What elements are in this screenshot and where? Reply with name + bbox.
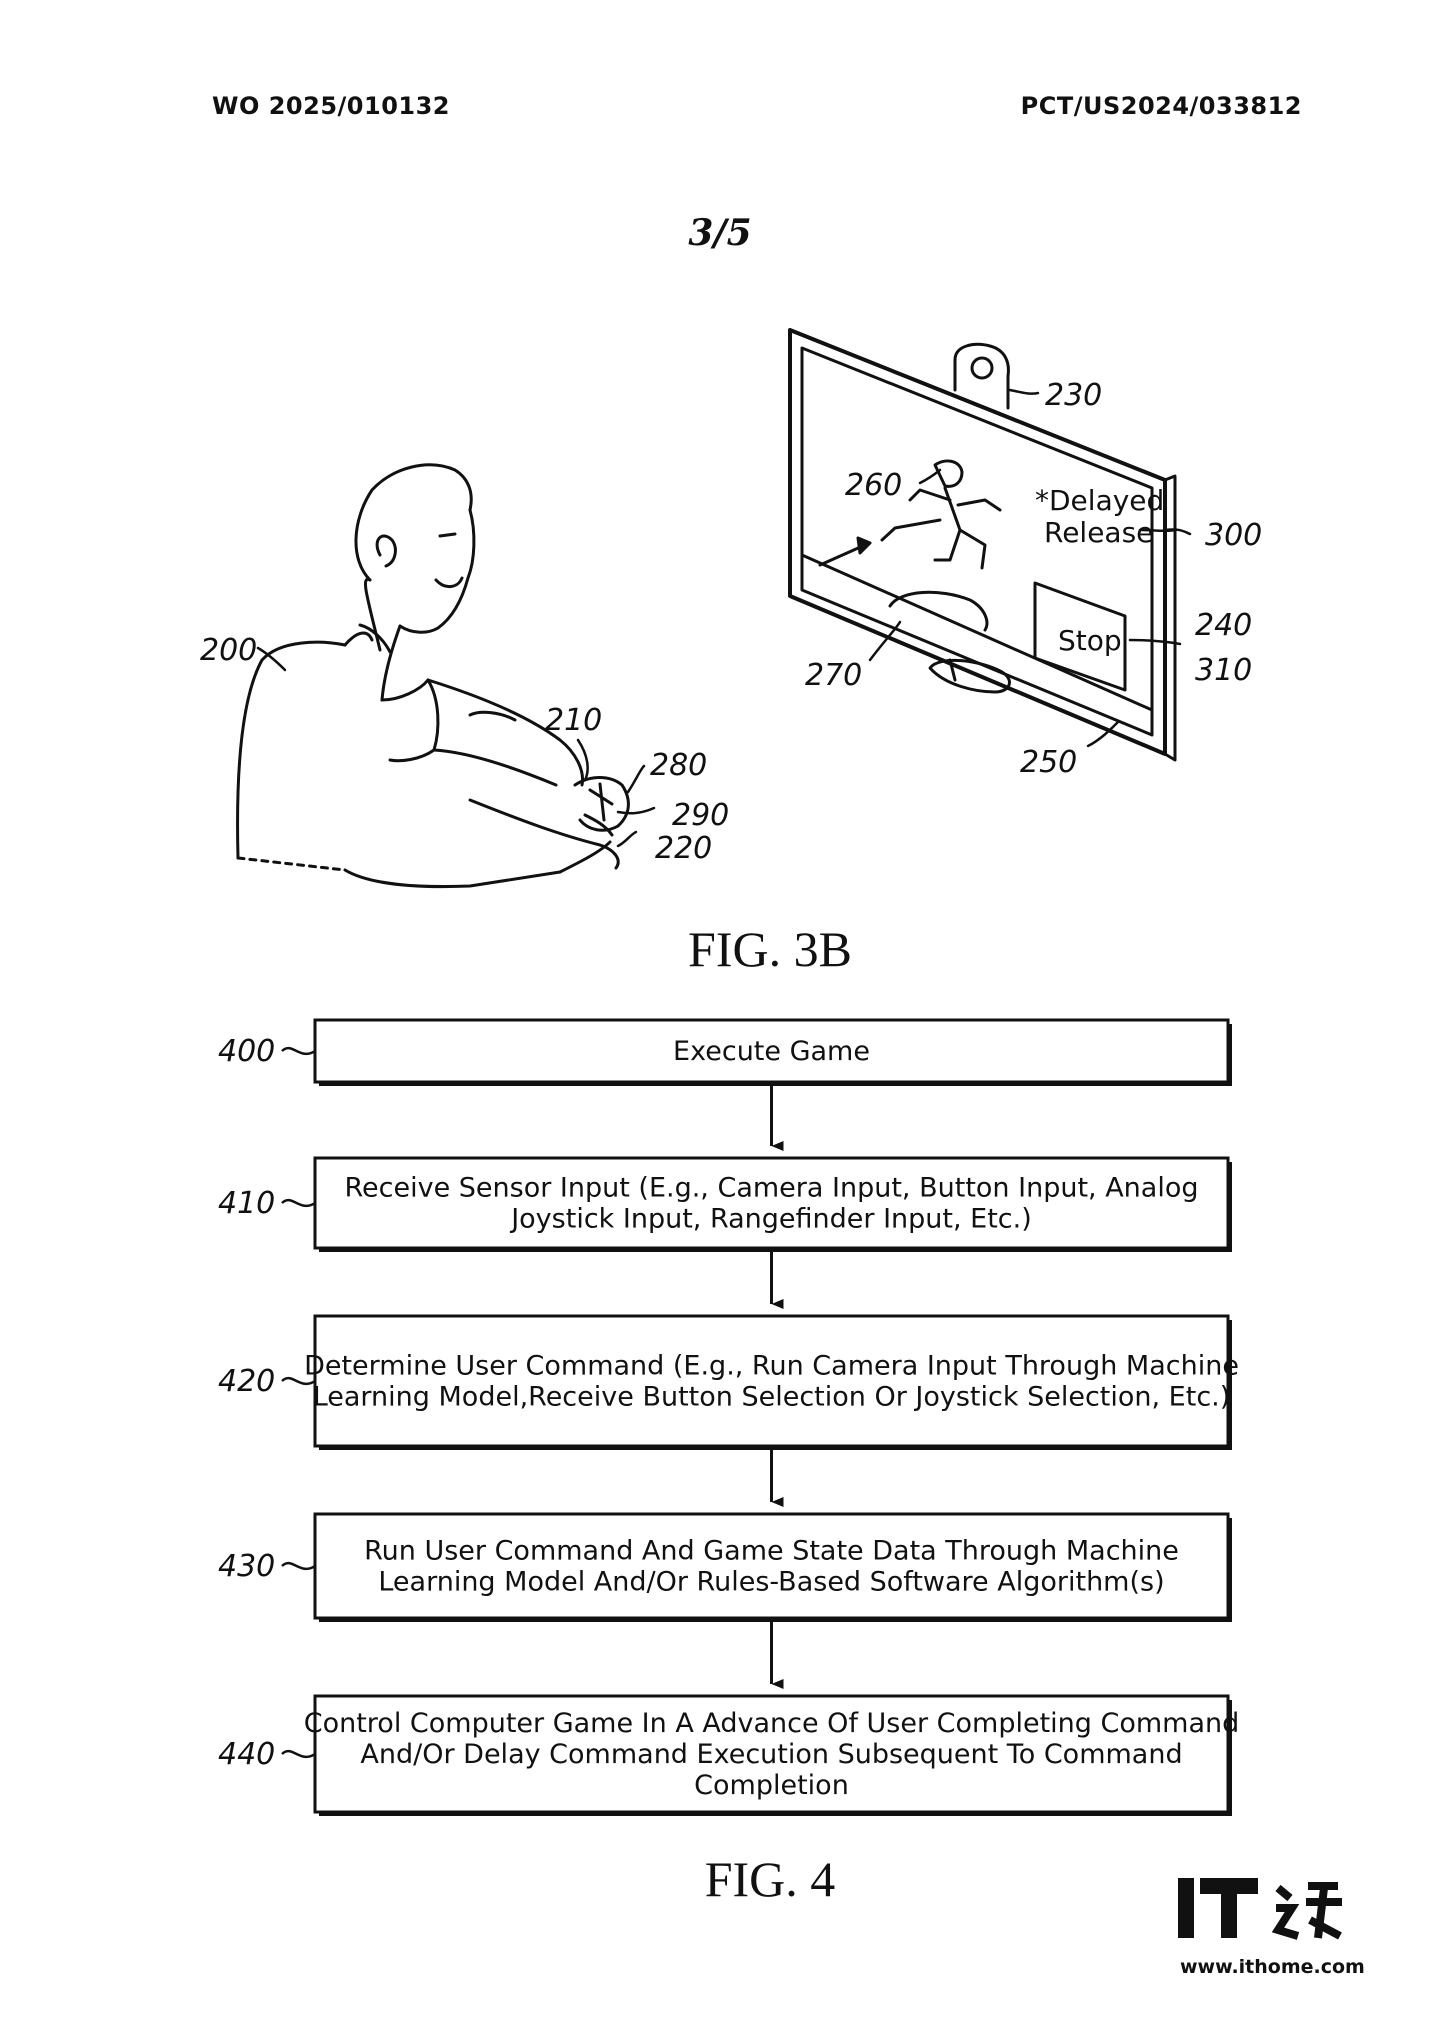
fig3b-drawing: 200 210 220 230 240 250 260 270 280 290 … [200, 328, 1262, 889]
ref-220: 220 [655, 831, 712, 866]
flow-box-440-line: Control Computer Game In A Advance Of Us… [304, 1708, 1240, 1739]
leader-440 [281, 1749, 316, 1759]
flow-box-410-line: Receive Sensor Input (E.g., Camera Input… [345, 1173, 1199, 1204]
flow-box-410 [313, 1156, 1230, 1250]
screen-stop-label: Stop [1058, 624, 1122, 657]
flow-box-430 [313, 1512, 1230, 1620]
flow-box-440 [313, 1694, 1230, 1814]
publication-number: WO 2025/010132 [212, 92, 450, 120]
ref-400: 400 [218, 1034, 275, 1069]
leader-lines [256, 388, 1192, 848]
ref-250: 250 [1020, 745, 1077, 780]
flow-box-400-line: Execute Game [673, 1036, 870, 1067]
screen-delayed-line2: Release [1044, 516, 1153, 549]
ref-260: 260 [845, 468, 902, 503]
ref-310: 310 [1195, 653, 1252, 688]
leader-410 [281, 1198, 316, 1208]
ref-420: 420 [218, 1364, 275, 1399]
leader-420 [281, 1376, 316, 1386]
application-number: PCT/US2024/033812 [1020, 92, 1302, 120]
flow-box-410-line: Joystick Input, Rangefinder Input, Etc.) [509, 1204, 1032, 1235]
ref-290: 290 [672, 798, 729, 833]
fig3b-caption: FIG. 3B [688, 921, 852, 977]
leader-400 [281, 1046, 316, 1056]
ref-300: 300 [1205, 518, 1262, 553]
ref-430: 430 [218, 1549, 275, 1584]
flow-box-420 [313, 1314, 1230, 1448]
player-figure [236, 463, 630, 889]
television [788, 328, 1177, 762]
ref-440: 440 [218, 1737, 275, 1772]
sheet-number: 3/5 [688, 212, 752, 254]
ref-210: 210 [545, 703, 602, 738]
ref-240: 240 [1195, 608, 1252, 643]
flow-box-440-line: Completion [694, 1770, 849, 1801]
ref-230: 230 [1045, 378, 1102, 413]
flow-box-430-line: Run User Command And Game State Data Thr… [364, 1536, 1179, 1567]
fig4-caption: FIG. 4 [704, 1851, 836, 1907]
flow-box-420-line: Determine User Command (E.g., Run Camera… [304, 1351, 1239, 1382]
ithome-url: www.ithome.com [1180, 1956, 1365, 1978]
leader-430 [281, 1561, 316, 1571]
flow-box-430-line: Learning Model And/Or Rules-Based Softwa… [378, 1567, 1164, 1598]
flow-box-420-line: Learning Model,Receive Button Selection … [313, 1382, 1231, 1413]
screen-delayed-line1: *Delayed [1035, 484, 1164, 517]
ref-280: 280 [650, 748, 707, 783]
ref-200: 200 [200, 633, 257, 668]
ref-410: 410 [218, 1186, 275, 1221]
ithome-logo [1178, 1878, 1342, 1940]
ref-270: 270 [805, 658, 862, 693]
flow-box-440-line: And/Or Delay Command Execution Subsequen… [360, 1739, 1182, 1770]
